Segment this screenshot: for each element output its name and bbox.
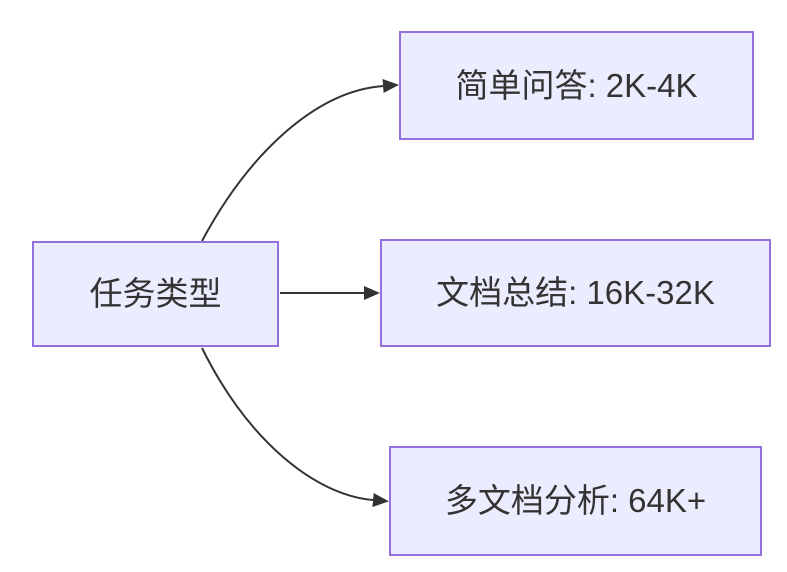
edge-task-to-multi-doc bbox=[201, 347, 389, 507]
node-task-type-label: 任务类型 bbox=[89, 275, 222, 313]
node-simple-qa-label: 简单问答: 2K-4K bbox=[455, 66, 698, 104]
node-simple-qa: 简单问答: 2K-4K bbox=[399, 31, 754, 140]
node-doc-summary-label: 文档总结: 16K-32K bbox=[436, 274, 715, 312]
node-doc-summary: 文档总结: 16K-32K bbox=[380, 239, 771, 347]
node-task-type: 任务类型 bbox=[32, 241, 279, 347]
node-multi-doc: 多文档分析: 64K+ bbox=[389, 446, 762, 556]
edge-task-to-simple-qa bbox=[201, 79, 399, 242]
node-multi-doc-label: 多文档分析: 64K+ bbox=[444, 482, 707, 520]
